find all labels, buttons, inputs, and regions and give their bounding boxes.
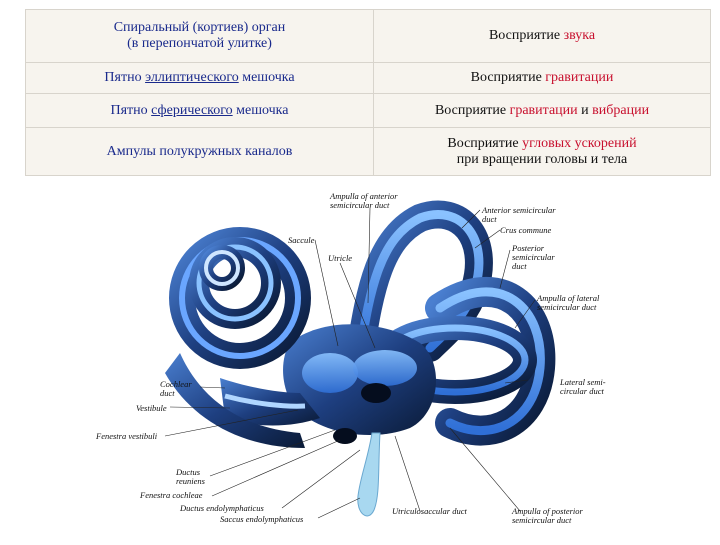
label-crus-commune: Crus commune xyxy=(500,226,551,235)
label-anterior-duct: Anterior semicircular duct xyxy=(482,206,556,224)
organ-name-underlined: сферического xyxy=(151,103,232,118)
function-text: Восприятие xyxy=(447,136,522,151)
function-highlight: вибрации xyxy=(592,103,649,118)
label-posterior-duct: Posterior semicircular duct xyxy=(512,244,555,271)
organ-name-part: мешочка xyxy=(233,103,289,118)
label-fenestra-vestibuli: Fenestra vestibuli xyxy=(96,432,157,441)
label-ampulla-posterior: Ampulla of posterior semicircular duct xyxy=(512,507,583,525)
organ-name-line1: Спиральный (кортиев) орган xyxy=(114,20,286,35)
function-text-line2: при вращении головы и тела xyxy=(457,152,628,167)
function-cell: Восприятие звука xyxy=(374,10,711,63)
organ-name-line2: (в перепончатой улитке) xyxy=(127,36,272,51)
table-row: Ампулы полукружных каналов Восприятие уг… xyxy=(26,128,711,176)
function-cell: Восприятие гравитации и вибрации xyxy=(374,94,711,128)
function-text: Восприятие xyxy=(489,28,564,43)
organ-name-underlined: эллиптического xyxy=(145,70,239,85)
label-utriculosaccular-duct: Utriculosaccular duct xyxy=(392,507,467,516)
table-row: Пятно сферического мешочка Восприятие гр… xyxy=(26,94,711,128)
label-utricle: Utricle xyxy=(328,254,352,263)
cochlea-spiral xyxy=(182,240,298,356)
label-saccule: Saccule xyxy=(288,236,314,245)
organ-cell: Ампулы полукружных каналов xyxy=(26,128,374,176)
label-ampulla-anterior: Ampulla of anterior semicircular duct xyxy=(330,192,398,210)
label-lateral-duct: Lateral semi- circular duct xyxy=(560,378,606,396)
function-table: Спиральный (кортиев) орган (в перепончат… xyxy=(25,9,711,176)
label-cochlear-duct: Cochlear duct xyxy=(160,380,192,398)
function-highlight: звука xyxy=(564,28,595,43)
label-saccus-endolymphaticus: Saccus endolymphaticus xyxy=(220,515,303,524)
function-cell: Восприятие угловых ускорений при вращени… xyxy=(374,128,711,176)
label-ductus-reuniens: Ductus reuniens xyxy=(176,468,205,486)
label-ductus-endolymphaticus: Ductus endolymphaticus xyxy=(180,504,264,513)
function-text: Восприятие xyxy=(471,70,546,85)
inner-ear-illustration xyxy=(0,178,720,540)
endolymphatic-sac xyxy=(358,433,380,516)
table-row: Спиральный (кортиев) орган (в перепончат… xyxy=(26,10,711,63)
organ-name: Ампулы полукружных каналов xyxy=(107,144,293,159)
label-vestibule: Vestibule xyxy=(136,404,167,413)
organ-name-part: Пятно xyxy=(111,103,152,118)
organ-cell: Пятно сферического мешочка xyxy=(26,94,374,128)
organ-name-part: Пятно xyxy=(104,70,145,85)
function-text: Восприятие xyxy=(435,103,510,118)
organ-name-part: мешочка xyxy=(239,70,295,85)
inner-ear-diagram: Ampulla of anterior semicircular duct An… xyxy=(0,178,720,540)
vestibule-body xyxy=(283,324,436,444)
table-row: Пятно эллиптического мешочка Восприятие … xyxy=(26,63,711,94)
function-highlight: гравитации xyxy=(545,70,613,85)
organ-cell: Пятно эллиптического мешочка xyxy=(26,63,374,94)
function-cell: Восприятие гравитации xyxy=(374,63,711,94)
function-highlight: гравитации xyxy=(510,103,578,118)
label-ampulla-lateral: Ampulla of lateral semicircular duct xyxy=(537,294,599,312)
organ-cell: Спиральный (кортиев) орган (в перепончат… xyxy=(26,10,374,63)
function-highlight: угловых ускорений xyxy=(522,136,637,151)
function-text: и xyxy=(578,103,593,118)
label-fenestra-cochleae: Fenestra cochleae xyxy=(140,491,203,500)
